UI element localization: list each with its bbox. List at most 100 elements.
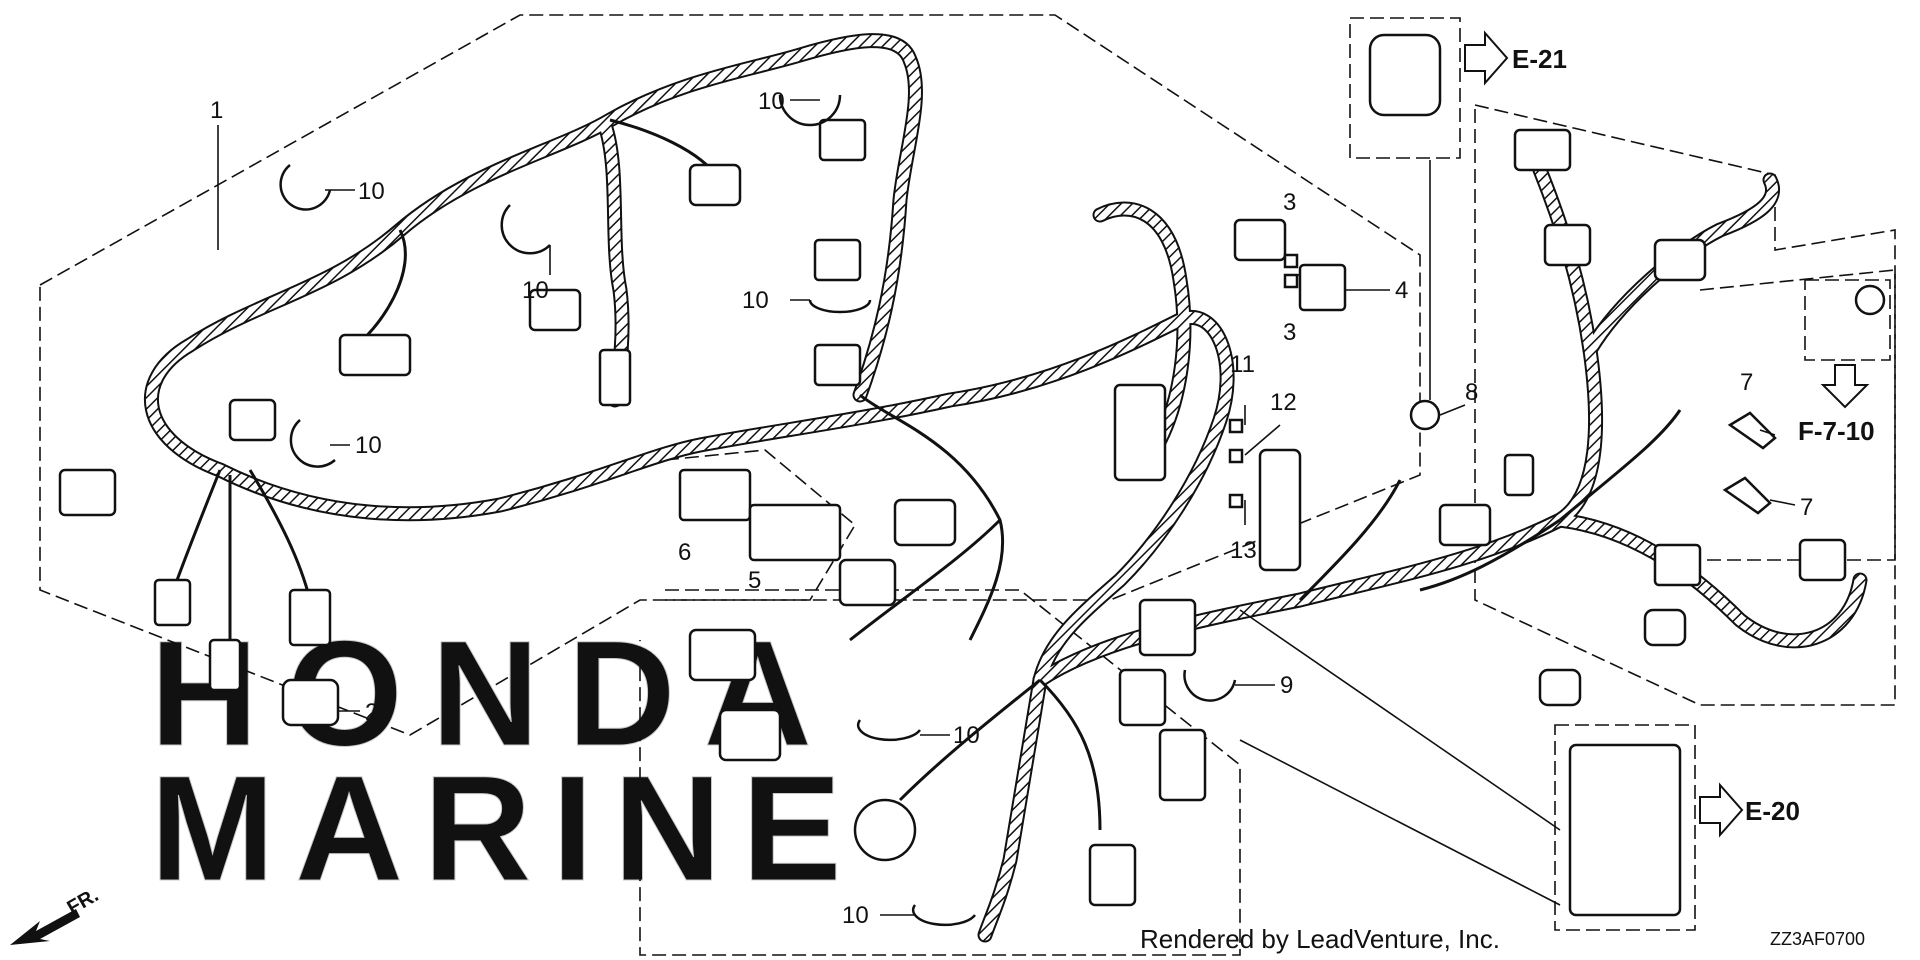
connector-icon [853, 798, 917, 862]
part-10-clamp-icon [289, 419, 336, 468]
part-6-fuse-box-icon [678, 468, 752, 522]
part-e20-ecm-icon [1568, 743, 1682, 917]
callout-11: 11 [1230, 351, 1255, 378]
connector-icon [58, 468, 117, 517]
part-8-ground-terminal-icon [1409, 399, 1441, 431]
connector-icon [688, 163, 742, 207]
connector-icon [1438, 503, 1492, 547]
connector-icon [1653, 238, 1707, 282]
callout-10-g: 10 [842, 902, 869, 929]
connector-icon [1643, 608, 1687, 647]
callout-6: 6 [678, 539, 691, 566]
callout-10-a: 10 [358, 178, 385, 205]
callout-12: 12 [1270, 389, 1297, 416]
part-10-clamp-icon [911, 904, 976, 927]
callout-10-c: 10 [758, 88, 785, 115]
connector-icon [1798, 538, 1847, 582]
part-5-connector-icon [748, 503, 842, 562]
part-4-relay-icon [1298, 263, 1347, 312]
arrow-front-icon [10, 909, 80, 945]
diagram-code: ZZ3AF0700 [1770, 929, 1865, 949]
connector-icon [153, 578, 192, 627]
callout-10-f: 10 [953, 722, 980, 749]
watermark-line2: MARINE [150, 744, 862, 912]
connector-icon [718, 708, 782, 762]
connectors [58, 118, 1847, 907]
part-9-clamp-icon [1183, 669, 1237, 702]
callout-13: 13 [1230, 537, 1257, 564]
callout-4: 4 [1395, 277, 1408, 304]
connector-icon [1538, 668, 1582, 707]
connector-icon [1118, 668, 1167, 727]
boundary-connector-box [639, 589, 1241, 956]
connector-icon [1543, 223, 1592, 267]
callout-7-bottom: 7 [1800, 494, 1813, 521]
part-2-relay-icon [281, 678, 340, 727]
connector-icon [813, 343, 862, 387]
reference-e21[interactable]: E-21 [1464, 30, 1567, 86]
part-11-terminal-icon [1228, 418, 1244, 434]
connector-icon [818, 118, 867, 162]
callout-3-bottom: 3 [1283, 319, 1296, 346]
part-e21-solenoid-icon [1368, 33, 1442, 117]
part-7-bolt-icon [1727, 411, 1777, 450]
connector-icon [1113, 383, 1167, 482]
part-f710-ring-terminal-icon [1854, 284, 1886, 316]
part-12-terminal-icon [1228, 448, 1244, 464]
connector-icon [288, 588, 332, 647]
wire-branches [168, 118, 1682, 831]
connector-icon [598, 348, 632, 407]
boundary-f710 [1804, 279, 1891, 361]
connector-icon [338, 333, 412, 377]
reference-f710[interactable]: F-7-10 [1798, 364, 1875, 446]
connector-icon [1158, 728, 1207, 802]
part-10-clamp-icon [500, 204, 551, 255]
callout-8: 8 [1465, 379, 1478, 406]
callout-10-e: 10 [355, 432, 382, 459]
connector-icon [1258, 448, 1302, 572]
connector-icon [528, 288, 582, 332]
part-10-clamp-icon [778, 94, 842, 127]
connector-icon [813, 238, 862, 282]
part-7-bolt-icon [1722, 476, 1772, 515]
connector-icon [208, 638, 242, 692]
callout-3-top: 3 [1283, 189, 1296, 216]
reference-f710-label: F-7-10 [1798, 416, 1875, 446]
leader-lines [217, 99, 1796, 916]
callout-7-top: 7 [1740, 369, 1753, 396]
front-direction-marker: FR. [10, 884, 102, 945]
connector-icon [893, 498, 957, 547]
connector-icon [228, 398, 277, 442]
reference-e20-label: E-20 [1745, 796, 1800, 826]
boundary-e21 [1349, 17, 1461, 159]
reference-e21-label: E-21 [1512, 44, 1567, 74]
connector-icon [688, 628, 757, 682]
connector-icon [838, 558, 897, 607]
arrow-down-icon [1820, 364, 1870, 409]
part-10-clamp-icon [808, 299, 872, 314]
footer-credit: Rendered by LeadVenture, Inc. [1140, 924, 1500, 954]
boundary-item6-5 [664, 449, 857, 601]
arrow-right-icon [1464, 30, 1509, 86]
part-10-clamp-icon [279, 164, 332, 211]
callout-9: 9 [1280, 672, 1293, 699]
connector-icon [1088, 843, 1137, 907]
connector-icon [1653, 543, 1702, 587]
connector-icon [1513, 128, 1572, 172]
reference-e20[interactable]: E-20 [1699, 782, 1800, 838]
callout-numbers: 1 2 3 3 4 5 6 7 7 8 9 10 10 10 10 10 10 … [210, 88, 1813, 929]
connector-icon [1233, 218, 1287, 262]
part-10-clamp-icon [856, 719, 921, 742]
connector-icon [1138, 598, 1197, 657]
part-3-terminal-icon [1283, 253, 1299, 269]
callout-1: 1 [210, 97, 223, 124]
callout-2: 2 [365, 699, 378, 726]
part-3-terminal-icon [1283, 273, 1299, 289]
boundary-ground-terminal [1699, 269, 1896, 561]
callout-5: 5 [748, 567, 761, 594]
arrow-right-icon [1699, 782, 1744, 838]
callout-10-b: 10 [522, 277, 549, 304]
connector-icon [1503, 453, 1535, 497]
callout-10-d: 10 [742, 287, 769, 314]
